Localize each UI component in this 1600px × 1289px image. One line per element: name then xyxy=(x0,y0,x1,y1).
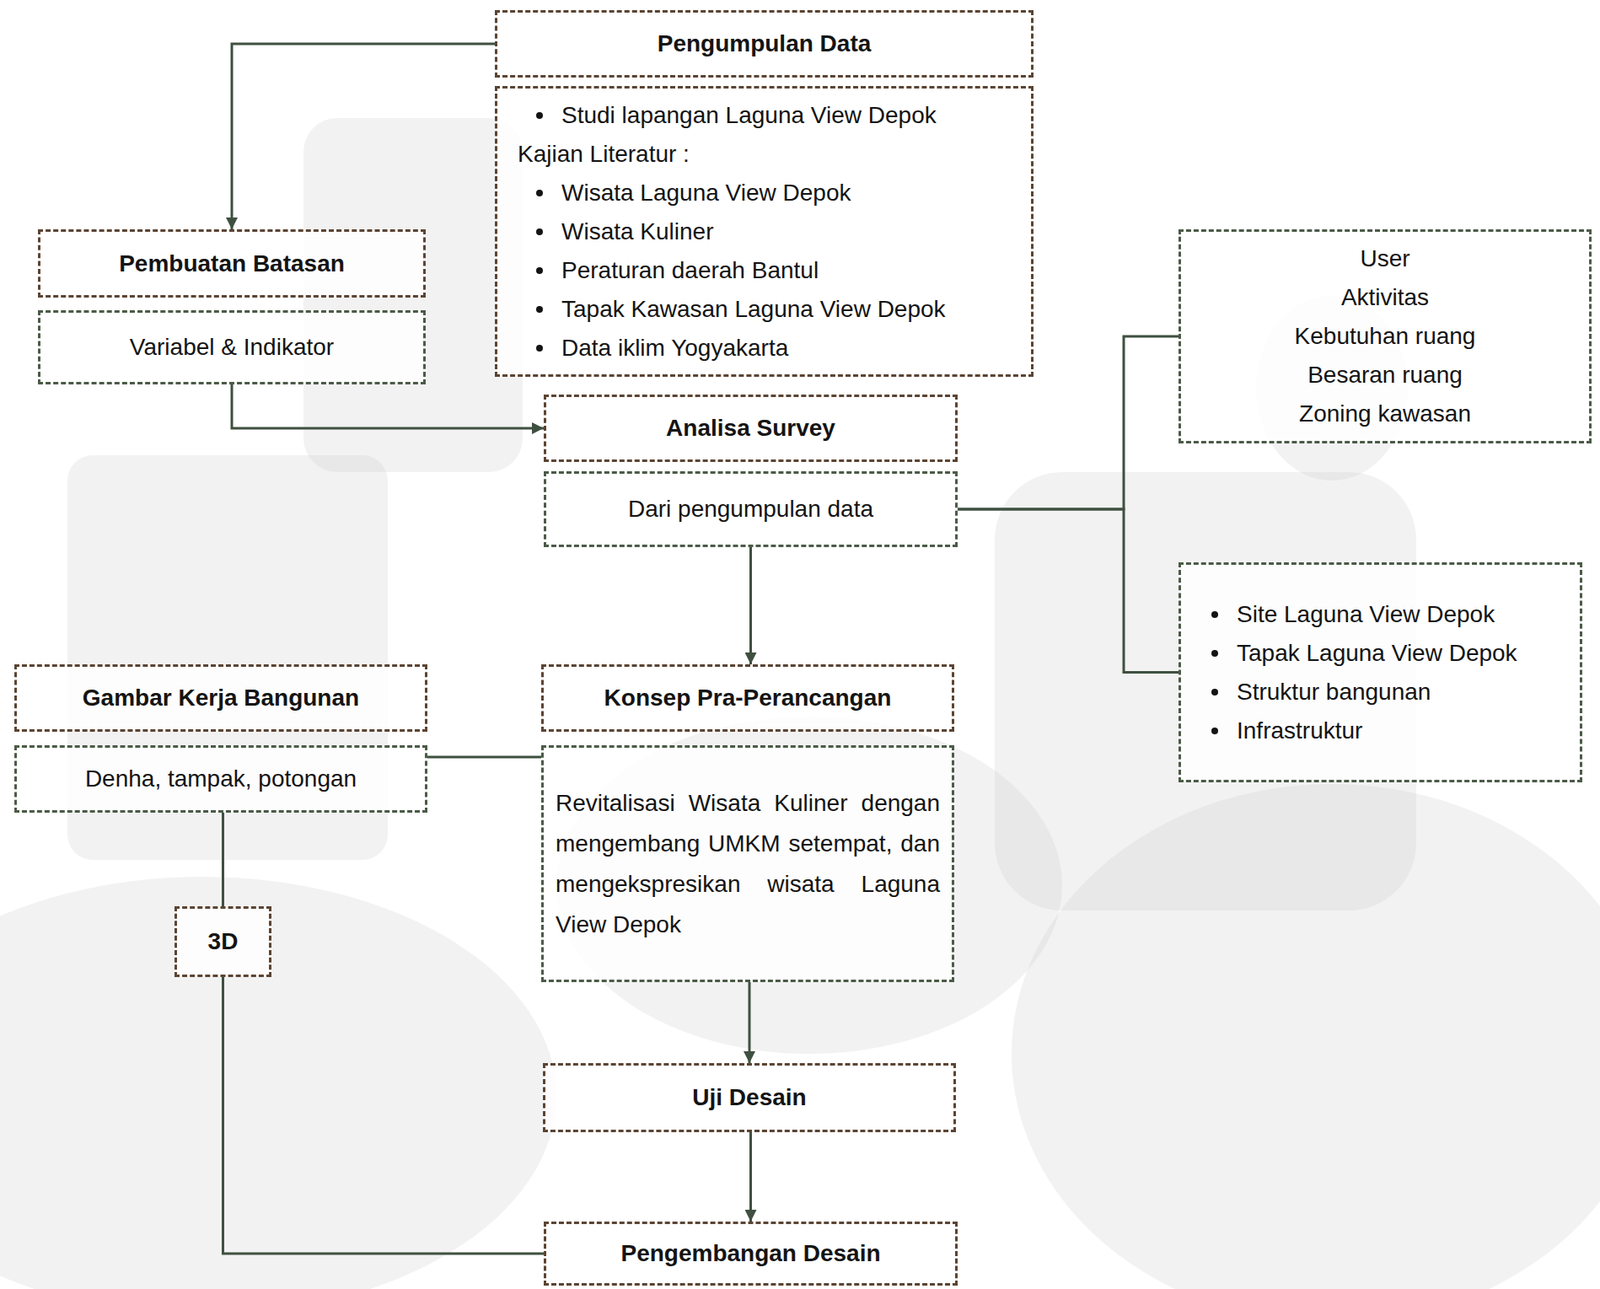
box-text: Tapak Laguna View Depok xyxy=(1236,633,1518,673)
text-row: User xyxy=(1192,239,1578,279)
heading-box: Pengumpulan Data xyxy=(494,10,1034,78)
box-text: Revitalisasi Wisata Kuliner dengan menge… xyxy=(555,789,940,938)
text-row: Gambar Kerja Bangunan xyxy=(28,678,414,718)
text-row: Kebutuhan ruang xyxy=(1192,316,1578,356)
food-shape xyxy=(0,876,557,1289)
bullet-dot xyxy=(536,306,543,313)
box-text: Kebutuhan ruang xyxy=(1294,316,1477,356)
box-text: Aktivitas xyxy=(1341,278,1429,317)
text-row: Wisata Laguna View Depok xyxy=(517,173,1021,213)
text-row: Tapak Kawasan Laguna View Depok xyxy=(517,289,1021,329)
text-row: Denha, tampak, potongan xyxy=(28,759,414,799)
text-row: Wisata Kuliner xyxy=(517,212,1021,252)
connector xyxy=(221,812,225,907)
connector xyxy=(749,1132,752,1222)
bullet-dot xyxy=(536,267,543,274)
connector xyxy=(223,977,545,1254)
bullet-dot xyxy=(536,189,543,197)
heading-box: Gambar Kerja Bangunan xyxy=(14,664,428,732)
content-box: Variabel & Indikator xyxy=(37,310,426,385)
content-box: UserAktivitasKebutuhan ruangBesaran ruan… xyxy=(1178,229,1592,444)
box-text: Denha, tampak, potongan xyxy=(85,759,357,799)
text-row: Analisa Survey xyxy=(558,408,944,448)
heading-box: 3D xyxy=(174,906,272,978)
box-text: Struktur bangunan xyxy=(1236,672,1431,712)
text-row: Zoning kawasan xyxy=(1192,394,1578,434)
content-box: Site Laguna View DepokTapak Laguna View … xyxy=(1178,562,1583,783)
box-text: Zoning kawasan xyxy=(1299,394,1472,434)
text-row: Pembuatan Batasan xyxy=(52,244,412,284)
content-box: Dari pengumpulan data xyxy=(543,471,958,548)
box-text: Wisata Laguna View Depok xyxy=(561,173,851,213)
connector xyxy=(749,547,752,665)
box-text: Besaran ruang xyxy=(1307,355,1463,395)
bullet-dot xyxy=(1211,688,1219,696)
text-row: Data iklim Yogyakarta xyxy=(517,328,1021,368)
text-row: Infrastruktur xyxy=(1192,711,1570,751)
box-heading: Analisa Survey xyxy=(665,408,836,448)
box-text: Studi lapangan Laguna View Depok xyxy=(561,96,937,135)
heading-box: Uji Desain xyxy=(542,1063,956,1133)
text-row: Pengembangan Desain xyxy=(558,1234,944,1273)
box-heading: Pembuatan Batasan xyxy=(118,244,345,284)
heading-box: Pembuatan Batasan xyxy=(37,229,426,298)
text-row: Struktur bangunan xyxy=(1192,672,1570,712)
box-text: User xyxy=(1359,239,1410,279)
box-heading: Gambar Kerja Bangunan xyxy=(82,678,360,718)
box-heading: Konsep Pra-Perancangan xyxy=(604,678,892,718)
box-text: Site Laguna View Depok xyxy=(1236,595,1495,634)
text-row: Besaran ruang xyxy=(1192,355,1578,395)
box-heading: Pengumpulan Data xyxy=(657,24,872,64)
text-row: Kajian Literatur : xyxy=(517,134,1021,174)
box-text: Peraturan daerah Bantul xyxy=(561,251,819,290)
text-row: Pengumpulan Data xyxy=(509,24,1020,64)
box-text: Data iklim Yogyakarta xyxy=(561,328,789,368)
box-heading: Uji Desain xyxy=(692,1078,806,1117)
text-row: Dari pengumpulan data xyxy=(558,489,944,529)
bullet-dot xyxy=(1211,649,1219,657)
text-row: Konsep Pra-Perancangan xyxy=(555,678,940,718)
bullet-dot xyxy=(1211,611,1219,618)
box-heading: Pengembangan Desain xyxy=(620,1234,881,1273)
box-text: Tapak Kawasan Laguna View Depok xyxy=(561,289,946,329)
content-box: Studi lapangan Laguna View DepokKajian L… xyxy=(494,85,1034,377)
text-row: Site Laguna View Depok xyxy=(1192,595,1570,634)
heading-box: Konsep Pra-Perancangan xyxy=(541,664,955,732)
bullet-dot xyxy=(536,344,543,352)
text-row: Revitalisasi Wisata Kuliner dengan menge… xyxy=(555,783,940,945)
bullet-dot xyxy=(1211,727,1219,735)
connector xyxy=(748,982,752,1064)
box-text: Variabel & Indikator xyxy=(129,327,334,367)
box-heading: 3D xyxy=(208,922,239,962)
text-row: Peraturan daerah Bantul xyxy=(517,251,1021,290)
bullet-dot xyxy=(536,112,543,119)
heading-box: Pengembangan Desain xyxy=(543,1221,958,1286)
text-row: Uji Desain xyxy=(557,1078,942,1117)
bullet-dot xyxy=(536,228,543,236)
text-row: Aktivitas xyxy=(1192,278,1578,317)
connector xyxy=(231,43,495,230)
heading-box: Analisa Survey xyxy=(543,394,958,462)
box-text: Kajian Literatur : xyxy=(517,134,690,174)
connector xyxy=(427,756,542,759)
text-row: Tapak Laguna View Depok xyxy=(1192,633,1570,673)
box-text: Infrastruktur xyxy=(1236,711,1363,751)
box-text: Dari pengumpulan data xyxy=(628,489,874,529)
content-box: Revitalisasi Wisata Kuliner dengan menge… xyxy=(541,745,955,983)
box-text: Wisata Kuliner xyxy=(561,212,715,252)
text-row: 3D xyxy=(188,922,258,962)
connector xyxy=(231,384,544,429)
text-row: Variabel & Indikator xyxy=(52,327,412,367)
content-box: Denha, tampak, potongan xyxy=(14,745,428,813)
text-row: Studi lapangan Laguna View Depok xyxy=(517,96,1021,135)
connector xyxy=(957,509,1179,673)
